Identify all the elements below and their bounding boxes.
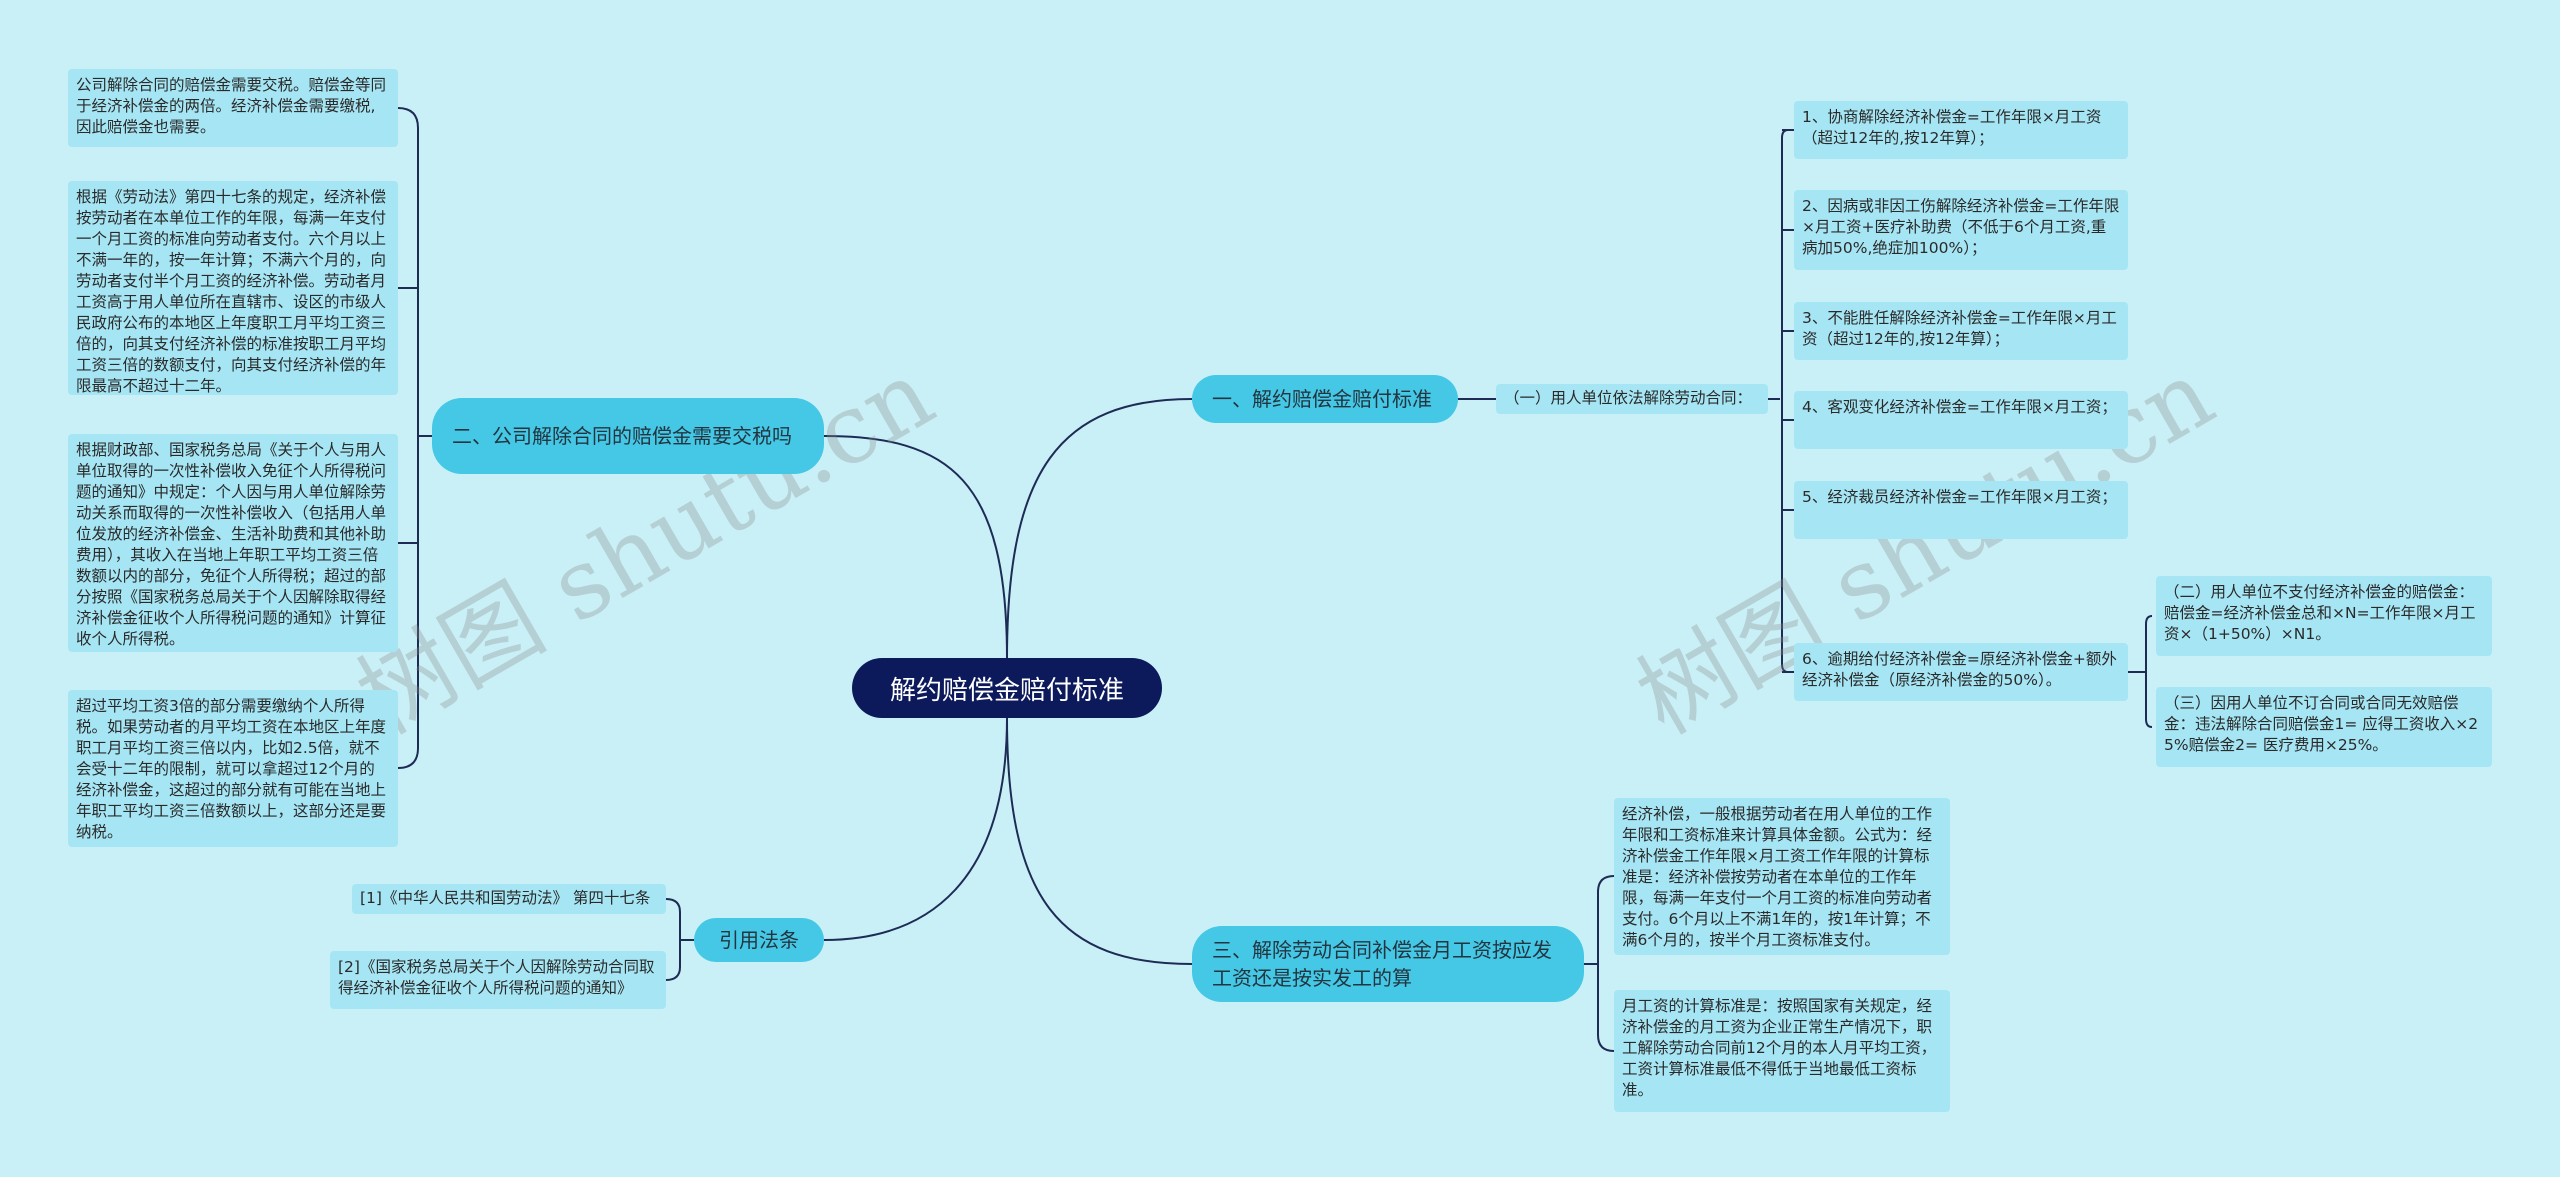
bracket-branch-4: [665, 898, 681, 981]
branch-1-item[interactable]: 5、经济裁员经济补偿金=工作年限×月工资；: [1794, 481, 2128, 539]
branch-1-extra[interactable]: （三）因用人单位不订合同或合同无效赔偿金：违法解除合同赔偿金1= 应得工资收入×…: [2156, 687, 2492, 767]
branch-4-item[interactable]: [1]《中华人民共和国劳动法》 第四十七条: [352, 884, 666, 914]
bracket-branch-2: [397, 107, 419, 769]
branch-2-item[interactable]: 根据《劳动法》第四十七条的规定，经济补偿按劳动者在本单位工作的年限，每满一年支付…: [68, 181, 398, 395]
branch-4-node[interactable]: 引用法条: [694, 918, 824, 962]
branch-3-node[interactable]: 三、解除劳动合同补偿金月工资按应发工资还是按实发工的算: [1192, 926, 1584, 1002]
branch-1-node[interactable]: 一、解约赔偿金赔付标准: [1192, 375, 1458, 423]
branch-3-item[interactable]: 经济补偿，一般根据劳动者在用人单位的工作年限和工资标准来计算具体金额。公式为：经…: [1614, 798, 1950, 955]
edge-root-branch-2: [823, 435, 1008, 659]
bracket-branch-1-extra: [2145, 615, 2153, 728]
bracket-branch-1: [1781, 129, 1789, 673]
branch-2-item[interactable]: 超过平均工资3倍的部分需要缴纳个人所得税。如果劳动者的月平均工资在本地区上年度职…: [68, 690, 398, 847]
branch-1-item[interactable]: 6、逾期给付经济补偿金=原经济补偿金+额外经济补偿金（原经济补偿金的50%）。: [1794, 643, 2128, 701]
branch-1-item[interactable]: 3、不能胜任解除经济补偿金=工作年限×月工资（超过12年的,按12年算）；: [1794, 302, 2128, 360]
edge-root-branch-4: [823, 717, 1008, 941]
branch-2-item[interactable]: 公司解除合同的赔偿金需要交税。赔偿金等同于经济补偿金的两倍。经济补偿金需要缴税,…: [68, 69, 398, 147]
branch-3-item[interactable]: 月工资的计算标准是：按照国家有关规定，经济补偿金的月工资为企业正常生产情况下，职…: [1614, 990, 1950, 1112]
branch-1-extra[interactable]: （二）用人单位不支付经济补偿金的赔偿金：赔偿金=经济补偿金总和×N=工作年限×月…: [2156, 576, 2492, 656]
edge-root-branch-3: [1006, 717, 1193, 965]
branch-4-item[interactable]: [2]《国家税务总局关于个人因解除劳动合同取得经济补偿金征收个人所得税问题的通知…: [330, 951, 666, 1009]
root-node[interactable]: 解约赔偿金赔付标准: [852, 658, 1162, 718]
branch-1-item[interactable]: 1、协商解除经济补偿金=工作年限×月工资（超过12年的,按12年算）；: [1794, 101, 2128, 159]
branch-2-node[interactable]: 二、公司解除合同的赔偿金需要交税吗: [432, 398, 824, 474]
branch-1-item[interactable]: 4、客观变化经济补偿金=工作年限×月工资；: [1794, 391, 2128, 449]
edge-root-branch-1: [1006, 398, 1193, 659]
branch-1-sub-node[interactable]: （一）用人单位依法解除劳动合同：: [1496, 384, 1768, 414]
branch-2-item[interactable]: 根据财政部、国家税务总局《关于个人与用人单位取得的一次性补偿收入免征个人所得税问…: [68, 434, 398, 652]
branch-1-item[interactable]: 2、因病或非因工伤解除经济补偿金=工作年限×月工资+医疗补助费（不低于6个月工资…: [1794, 190, 2128, 270]
bracket-branch-3: [1597, 875, 1615, 1052]
